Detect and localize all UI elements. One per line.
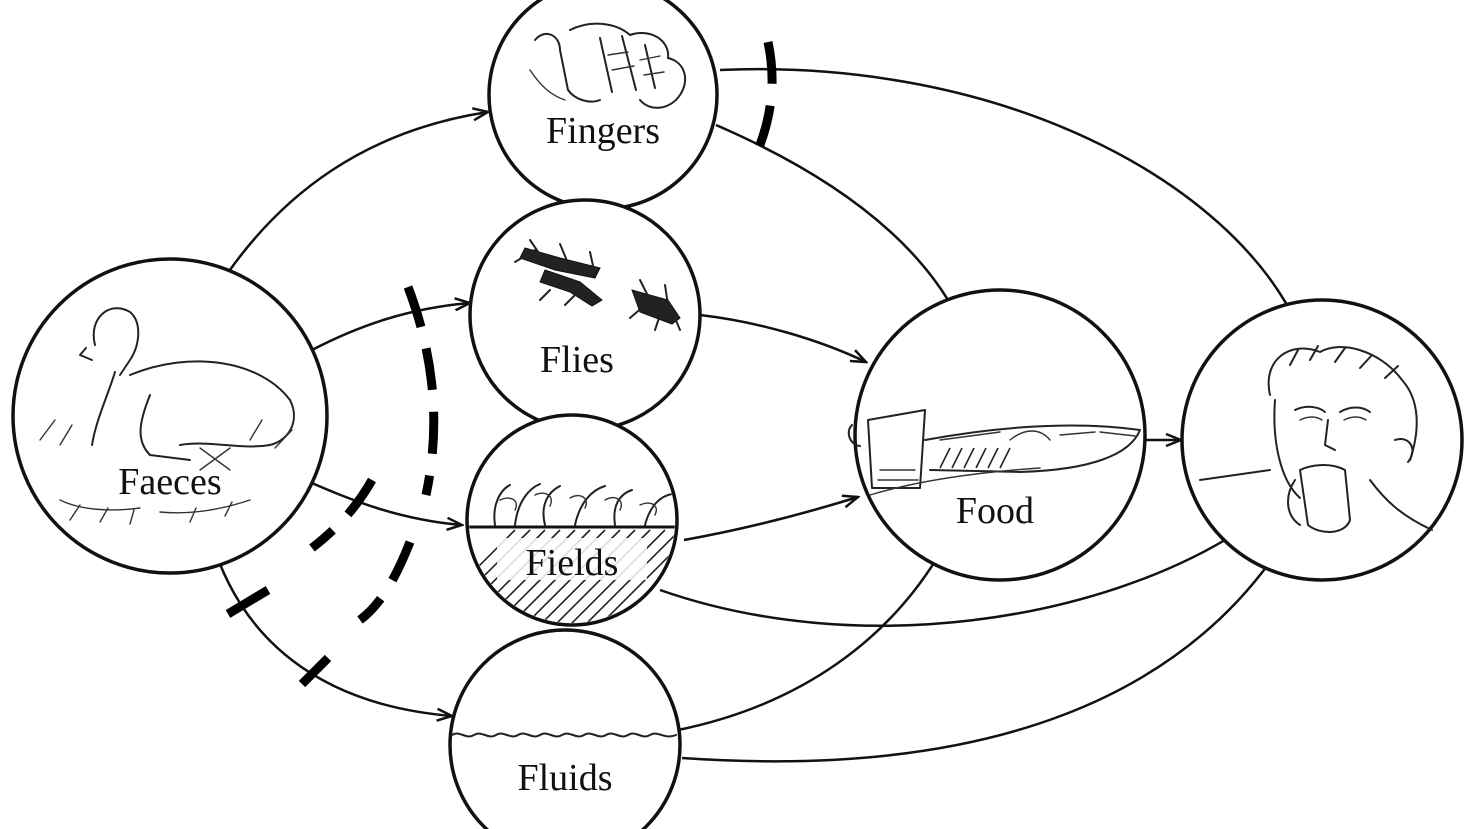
edge-faeces-fluids <box>210 535 452 716</box>
fields-label: Fields <box>526 542 619 584</box>
faeces-label: Faeces <box>118 461 221 503</box>
host-circle <box>1182 300 1462 580</box>
edge-fluids-host <box>682 555 1275 761</box>
edge-faeces-fingers <box>215 112 488 292</box>
edge-fingers-host <box>720 69 1298 326</box>
node-flies: Flies <box>470 200 700 430</box>
node-fields: Fields <box>405 415 710 640</box>
edge-fields-food <box>684 497 858 540</box>
food-label: Food <box>956 490 1034 532</box>
barrier-flies-fields <box>408 287 434 495</box>
edge-fluids-food <box>678 548 943 730</box>
edge-flies-food <box>700 315 866 362</box>
barrier-fingers <box>758 42 772 150</box>
flies-label: Flies <box>540 339 614 381</box>
node-food: Food <box>849 290 1145 580</box>
edge-faeces-fields <box>305 480 462 525</box>
fingers-circle <box>489 0 717 209</box>
faeces-circle <box>13 259 327 573</box>
edge-fingers-food <box>716 125 955 312</box>
fingers-label: Fingers <box>546 110 660 152</box>
edge-faeces-flies <box>312 303 470 350</box>
fluids-circle <box>450 630 680 829</box>
barrier-fields-lower <box>312 480 372 548</box>
barrier-fields-fluids <box>360 542 410 620</box>
node-host <box>1182 300 1462 580</box>
fluids-label: Fluids <box>517 757 612 799</box>
node-fluids: Fluids <box>450 630 680 829</box>
node-fingers: Fingers <box>489 0 717 209</box>
food-circle <box>855 290 1145 580</box>
node-faeces: Faeces <box>13 259 327 573</box>
